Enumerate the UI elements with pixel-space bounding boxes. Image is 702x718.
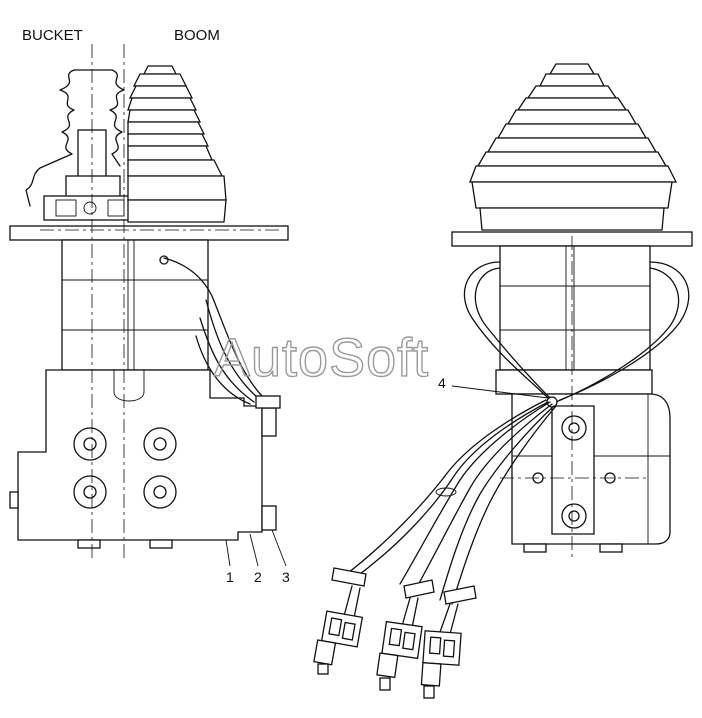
right-wire-loops [463, 261, 690, 403]
boom-bellows [127, 65, 227, 223]
left-cylinder [61, 239, 209, 371]
connector-left [313, 585, 364, 675]
left-ports [73, 427, 177, 509]
right-view [313, 63, 693, 699]
callout-1: 1 [226, 569, 234, 585]
left-top-plate [9, 225, 289, 241]
callout-3: 3 [282, 569, 290, 585]
callout-2: 2 [254, 569, 262, 585]
label-boom: BOOM [174, 27, 220, 44]
bucket-bellows [25, 69, 125, 207]
label-bucket: BUCKET [22, 27, 83, 44]
left-valve-body [17, 369, 263, 541]
right-boot [469, 63, 678, 231]
right-harness [343, 399, 557, 605]
left-wire-harness [163, 257, 263, 405]
callout-4: 4 [438, 375, 446, 391]
connector-tags [331, 567, 477, 605]
connector-middle [376, 597, 423, 691]
left-view [9, 44, 289, 567]
watermark: AutoSoft [214, 328, 429, 388]
right-cylinder [499, 245, 651, 371]
connector-right [420, 603, 462, 699]
